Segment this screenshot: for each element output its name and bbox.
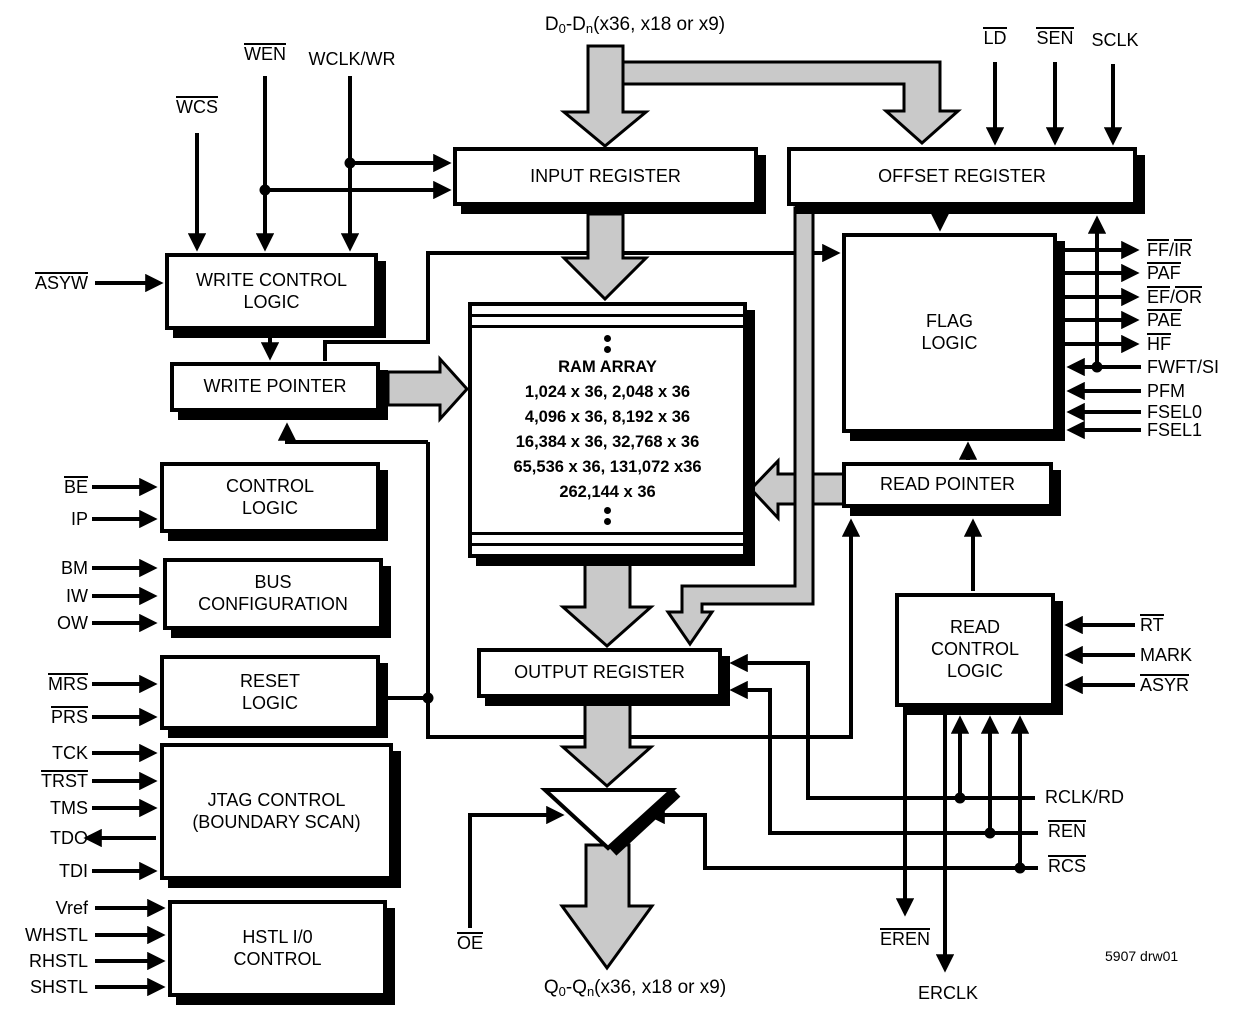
box-input-register: INPUT REGISTER [453,147,758,206]
signal-label-bm: BM [61,558,88,578]
junction-ren [984,827,996,839]
signal-label-wclk-wr: WCLK/WR [308,49,396,69]
wire-rcs [646,805,1038,870]
signal-label-vref: Vref [55,898,88,918]
signal-label-mrs: MRS [48,673,88,694]
box-write-pointer: WRITE POINTER [170,362,380,412]
wire-oe [468,805,565,928]
ram-size-row: 262,144 x 36 [559,483,656,501]
ram-title: RAM ARRAY [558,358,657,376]
signal-label-ren: REN [1048,820,1087,841]
box-write-control-logic: WRITE CONTROL LOGIC [165,253,378,330]
signal-label-trst: TRST [41,770,88,791]
signal-label-ow: OW [57,613,88,633]
box-reset-logic: RESET LOGIC [160,655,380,730]
signal-label-rt: RT [1140,614,1164,635]
bus-d-input-arrow [559,44,651,148]
signal-label-be: BE [63,476,88,497]
signal-label-eren: EREN [879,928,930,949]
wire-writeptr-to-flag [323,243,841,361]
ram-divider-line [472,532,743,535]
tristate-buffer-shadow [609,789,681,856]
signal-label-sclk: SCLK [1091,30,1139,50]
box-hstl-control: HSTL I/0 CONTROL [168,900,387,997]
signal-label-ld: LD [983,27,1007,48]
box-control-logic: CONTROL LOGIC [160,462,380,533]
box-offset-register: OFFSET REGISTER [787,147,1137,206]
signal-label-prs: PRS [50,706,88,727]
bus-ram-to-output-arrow [559,558,655,649]
signal-label-fsel1: FSEL1 [1147,420,1203,440]
signal-label-pfm: PFM [1147,381,1185,401]
bus-writeptr-to-ram-arrow [386,355,470,423]
signal-label-oe: OE [456,932,483,953]
box-output-register: OUTPUT REGISTER [477,648,722,698]
box-read-control-logic: READ CONTROL LOGIC [895,593,1055,707]
junction-fwft [1091,361,1103,373]
signal-label-hf: HF [1147,333,1171,354]
ram-size-row: 1,024 x 36, 2,048 x 36 [524,383,691,401]
box-flag-logic: FLAG LOGIC [842,233,1057,433]
junction-rclk [954,792,966,804]
tristate-buffer [539,788,678,851]
ram-size-row: 4,096 x 36, 8,192 x 36 [524,408,691,426]
junction-wclk [344,157,356,169]
signal-label-d-bus: D0 -Dn (x36, x18 or x9) [544,14,726,36]
signal-label-rclk-rd: RCLK/RD [1045,787,1125,807]
signal-label-rcs: RCS [1048,855,1087,876]
signal-label-rhstl: RHSTL [28,951,88,971]
signal-label-sen: SEN [1036,27,1074,48]
ram-divider-line [472,325,743,328]
signal-label-tck: TCK [52,743,88,763]
ram-size-row: 65,536 x 36, 131,072 x36 [513,458,702,476]
box-jtag-control: JTAG CONTROL (BOUNDARY SCAN) [160,743,393,880]
signal-label-asyw: ASYW [34,272,88,293]
signal-label-tms: TMS [50,798,88,818]
box-read-pointer: READ POINTER [842,462,1053,508]
bus-d-offset-branch-arrow [621,60,962,146]
bus-inputreg-to-ram-arrow [560,212,650,302]
ram-size-row: 16,384 x 36, 32,768 x 36 [515,433,700,451]
ellipsis-icon [604,335,611,353]
signal-label-erclk: ERCLK [917,983,979,1003]
wire-ren [729,680,1038,835]
box-ram-array: RAM ARRAY 1,024 x 36, 2,048 x 36 4,096 x … [468,302,747,558]
signal-label-iw: IW [66,586,88,606]
signal-label-pae: PAE [1147,309,1182,330]
wire-reset-to-writeptr [277,422,428,444]
ram-divider-line [472,314,743,317]
ellipsis-icon [604,507,611,525]
bus-offset-bypass-arrow [665,206,815,647]
signal-label-ff-ir: FF/IR [1147,239,1193,260]
signal-label-paf: PAF [1147,262,1181,283]
signal-label-q-bus: Q0 -Qn (x36, x18 or x9) [543,977,727,999]
signal-label-ip: IP [70,509,88,529]
junction-wen [259,184,271,196]
bus-buffer-to-q-arrow [559,843,655,971]
signal-label-ef-or: EF/OR [1147,286,1203,307]
wire-rclk-rd [729,653,1035,800]
box-bus-configuration: BUS CONFIGURATION [163,558,383,630]
junction-reset [422,692,434,704]
signal-label-whstl: WHSTL [25,925,88,945]
signal-label-mark: MARK [1140,645,1193,665]
ram-size-list: 1,024 x 36, 2,048 x 36 4,096 x 36, 8,192 … [513,380,701,505]
signal-label-fsel0: FSEL0 [1147,402,1203,422]
signal-label-wen: WEN [244,43,286,64]
signal-label-tdi: TDI [59,861,88,881]
bus-output-to-buffer-arrow [559,702,655,789]
signal-label-tdo: TDO [50,828,88,848]
signal-label-fwft-si: FWFT/SI [1147,357,1219,377]
junction-rcs [1014,862,1026,874]
drawing-number: 5907 drw01 [1105,948,1179,964]
signal-label-wcs: WCS [176,96,218,117]
signal-label-asyr: ASYR [1140,674,1190,695]
signal-label-shstl: SHSTL [29,977,88,997]
wire-reset-to-readptr [426,442,861,739]
ram-divider-line [472,543,743,546]
